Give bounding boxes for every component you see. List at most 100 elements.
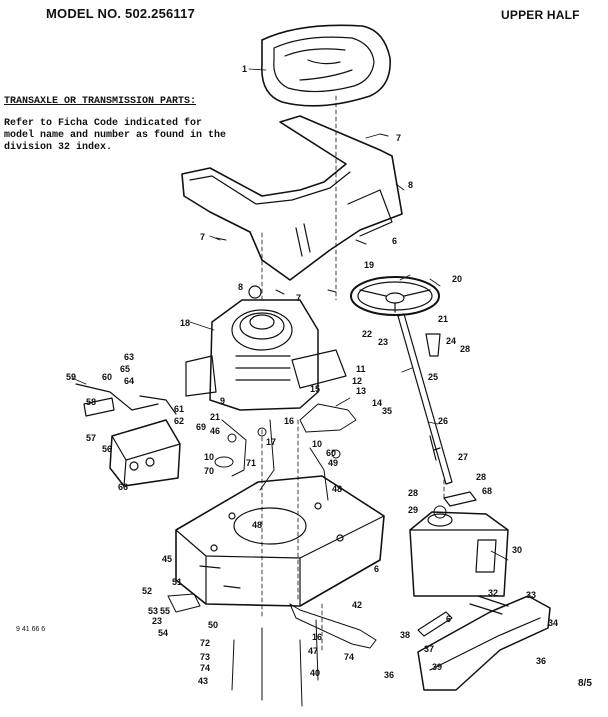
callout-label: 68 bbox=[482, 486, 492, 496]
callout-label: 6 bbox=[446, 614, 451, 624]
seat-part bbox=[261, 24, 391, 107]
callout-label: 47 bbox=[308, 646, 318, 656]
callout-label: 69 bbox=[196, 422, 206, 432]
callout-label: 7 bbox=[396, 133, 401, 143]
page-number: 8/5 bbox=[578, 678, 592, 689]
callout-label: 35 bbox=[382, 406, 392, 416]
callout-label: 10 bbox=[312, 439, 322, 449]
callout-label: 17 bbox=[266, 437, 276, 447]
callout-label: 7 bbox=[200, 232, 205, 242]
callout-label: 13 bbox=[356, 386, 366, 396]
callout-label: 74 bbox=[200, 663, 210, 673]
callout-label: 54 bbox=[158, 628, 168, 638]
callout-label: 34 bbox=[548, 618, 558, 628]
callout-label: 23 bbox=[378, 337, 388, 347]
callout-label: 40 bbox=[310, 668, 320, 678]
note-line: division 32 index. bbox=[4, 142, 113, 153]
engine-part bbox=[185, 285, 347, 411]
callout-label: 71 bbox=[246, 458, 256, 468]
steering-wheel-part bbox=[350, 276, 440, 316]
callout-label: 43 bbox=[198, 676, 208, 686]
callout-label: 29 bbox=[408, 505, 418, 515]
callout-label: 39 bbox=[432, 662, 442, 672]
callout-label: 72 bbox=[200, 638, 210, 648]
leader-lines bbox=[71, 68, 509, 561]
callout-label: 23 bbox=[152, 616, 162, 626]
callout-label: 55 bbox=[160, 606, 170, 616]
dash-console-part bbox=[409, 491, 509, 597]
callout-label: 49 bbox=[328, 458, 338, 468]
linkage-and-hardware bbox=[167, 133, 447, 707]
callout-label: 25 bbox=[428, 372, 438, 382]
callout-label: 52 bbox=[142, 586, 152, 596]
callout-label: 48 bbox=[332, 484, 342, 494]
callout-label: 60 bbox=[326, 448, 336, 458]
callout-label: 50 bbox=[208, 620, 218, 630]
callout-label: 42 bbox=[352, 600, 362, 610]
callout-label: 12 bbox=[352, 376, 362, 386]
callout-label: 48 bbox=[252, 520, 262, 530]
callout-label: 56 bbox=[102, 444, 112, 454]
callout-label: 18 bbox=[180, 318, 190, 328]
front-bumper-part bbox=[417, 595, 551, 691]
callout-label: 8 bbox=[238, 282, 243, 292]
callout-label: 7 bbox=[296, 293, 301, 303]
callout-label: 28 bbox=[476, 472, 486, 482]
note-line: Refer to Ficha Code indicated for bbox=[4, 118, 203, 129]
callout-label: 36 bbox=[536, 656, 546, 666]
callout-label: 21 bbox=[438, 314, 448, 324]
callout-label: 32 bbox=[488, 588, 498, 598]
callout-label: 28 bbox=[460, 344, 470, 354]
body-fender-part bbox=[181, 115, 403, 281]
callout-label: 10 bbox=[204, 452, 214, 462]
callout-label: 64 bbox=[124, 376, 134, 386]
steering-shaft-part bbox=[397, 313, 453, 485]
callout-label: 6 bbox=[392, 236, 397, 246]
callout-label: 33 bbox=[526, 590, 536, 600]
callout-label: 70 bbox=[204, 466, 214, 476]
callout-label: 11 bbox=[356, 364, 366, 374]
alignment-lines bbox=[261, 95, 445, 651]
note-title: TRANSAXLE OR TRANSMISSION PARTS: bbox=[4, 96, 197, 107]
callout-label: 28 bbox=[408, 488, 418, 498]
callout-label: 22 bbox=[362, 329, 372, 339]
chassis-frame-part bbox=[175, 475, 385, 607]
callout-label: 36 bbox=[384, 670, 394, 680]
callout-label: 61 bbox=[174, 404, 184, 414]
callout-label: 15 bbox=[310, 384, 320, 394]
callout-label: 38 bbox=[400, 630, 410, 640]
callout-label: 74 bbox=[344, 652, 354, 662]
callout-label: 30 bbox=[512, 545, 522, 555]
drawing-code: 9 41 66 6 bbox=[16, 626, 46, 633]
callout-label: 63 bbox=[124, 352, 134, 362]
callout-label: 14 bbox=[372, 398, 382, 408]
callout-label: 53 bbox=[148, 606, 158, 616]
callout-label: 9 bbox=[220, 396, 225, 406]
callout-label: 37 bbox=[424, 644, 434, 654]
callout-label: 8 bbox=[408, 180, 413, 190]
callout-label: 1 bbox=[242, 64, 247, 74]
callout-label: 20 bbox=[452, 274, 462, 284]
callout-label: 24 bbox=[446, 336, 456, 346]
callout-label: 6 bbox=[374, 564, 379, 574]
callout-label: 59 bbox=[66, 372, 76, 382]
callout-label: 65 bbox=[120, 364, 130, 374]
callout-label: 57 bbox=[86, 433, 96, 443]
callout-label: 58 bbox=[86, 397, 96, 407]
callout-label: 27 bbox=[458, 452, 468, 462]
callout-label: 51 bbox=[172, 577, 182, 587]
note-line: model name and number as found in the bbox=[4, 130, 227, 141]
callout-label: 16 bbox=[312, 632, 322, 642]
callout-label: 19 bbox=[364, 260, 374, 270]
callout-label: 66 bbox=[118, 482, 128, 492]
callout-label: 60 bbox=[102, 372, 112, 382]
model-number: MODEL NO. 502.256117 bbox=[46, 6, 196, 21]
callout-label: 62 bbox=[174, 416, 184, 426]
transaxle-part bbox=[75, 383, 181, 487]
callout-label: 73 bbox=[200, 652, 210, 662]
callout-label: 26 bbox=[438, 416, 448, 426]
callout-label: 45 bbox=[162, 554, 172, 564]
